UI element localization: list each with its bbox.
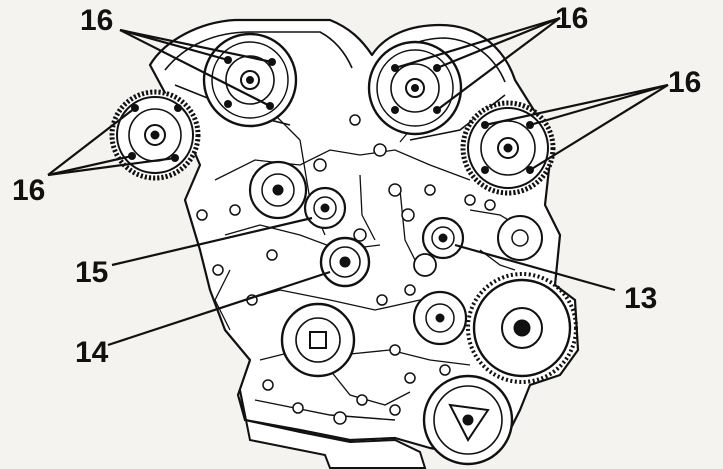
- pulley-15: [303, 186, 347, 230]
- callout-label-16-left: 16: [12, 174, 45, 207]
- leader-lines: [47, 16, 669, 347]
- small-idler-right: [413, 253, 437, 277]
- idler-pulley-upper-left: [248, 160, 308, 220]
- cam-sprocket-right-outer: [460, 100, 556, 196]
- callout-label-14: 14: [75, 336, 109, 369]
- crankshaft-pulley: [280, 302, 356, 378]
- alternator: [466, 272, 578, 384]
- callout-labels: 16 16 16 16 15 13 14: [12, 2, 701, 369]
- callout-label-15: 15: [75, 256, 108, 289]
- power-steering-pulley: [412, 290, 468, 346]
- pulley-13: [421, 216, 465, 260]
- ac-compressor: [422, 374, 514, 466]
- callout-label-16-top-right: 16: [555, 2, 588, 35]
- oil-pan: [239, 389, 427, 469]
- pulley-14: [319, 236, 371, 288]
- callout-label-16-right: 16: [668, 66, 701, 99]
- water-pump: [497, 215, 543, 261]
- casting-lines: [214, 114, 526, 406]
- cam-pulley-right-inner: [367, 40, 463, 136]
- callout-label-13: 13: [624, 282, 657, 315]
- callout-label-16-top-left: 16: [80, 4, 113, 37]
- block-bolts: [196, 114, 496, 425]
